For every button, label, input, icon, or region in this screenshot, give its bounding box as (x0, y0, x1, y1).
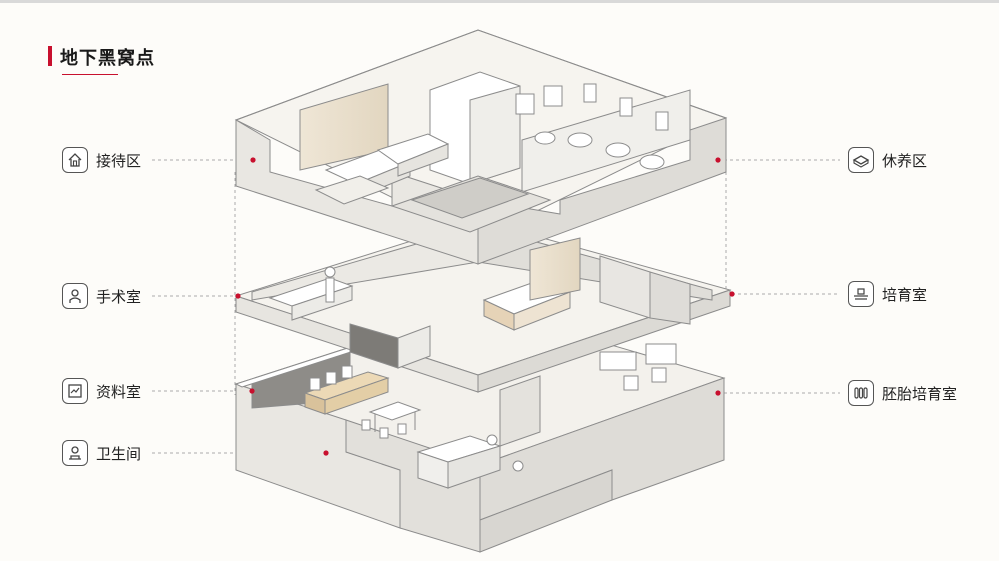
house-icon (62, 147, 88, 173)
label-surgery[interactable]: 手术室 (62, 283, 141, 309)
top-floor (234, 29, 728, 265)
label-restroom-text: 卫生间 (96, 444, 142, 463)
top-divider (0, 0, 999, 3)
bed-icon (848, 147, 874, 173)
label-embryo-room-text: 胚胎培育室 (882, 384, 958, 403)
label-surgery-text: 手术室 (96, 287, 142, 306)
person-icon (62, 283, 88, 309)
label-rest-area[interactable]: 休养区 (848, 147, 927, 173)
label-records[interactable]: 资料室 (62, 378, 141, 404)
marker-dots (235, 157, 735, 456)
title-underline (62, 74, 118, 75)
title-accent-bar (48, 46, 52, 66)
marker-culture-room (729, 291, 735, 297)
tray-icon (848, 281, 874, 307)
label-embryo-room[interactable]: 胚胎培育室 (848, 380, 957, 406)
label-restroom[interactable]: 卫生间 (62, 440, 141, 466)
label-rest-area-text: 休养区 (882, 151, 928, 170)
test-tubes-icon (848, 380, 874, 406)
document-icon (62, 378, 88, 404)
label-reception[interactable]: 接待区 (62, 147, 141, 173)
toilet-icon (62, 440, 88, 466)
label-culture-room[interactable]: 培育室 (848, 281, 927, 307)
marker-rest-area (715, 157, 721, 163)
marker-embryo-room (715, 390, 721, 396)
marker-restroom (323, 450, 329, 456)
marker-surgery (235, 293, 241, 299)
label-records-text: 资料室 (96, 382, 142, 401)
label-culture-room-text: 培育室 (882, 285, 928, 304)
label-reception-text: 接待区 (96, 151, 142, 170)
marker-reception (250, 157, 256, 163)
marker-records (249, 388, 255, 394)
page-title: 地下黑窝点 (60, 48, 155, 69)
